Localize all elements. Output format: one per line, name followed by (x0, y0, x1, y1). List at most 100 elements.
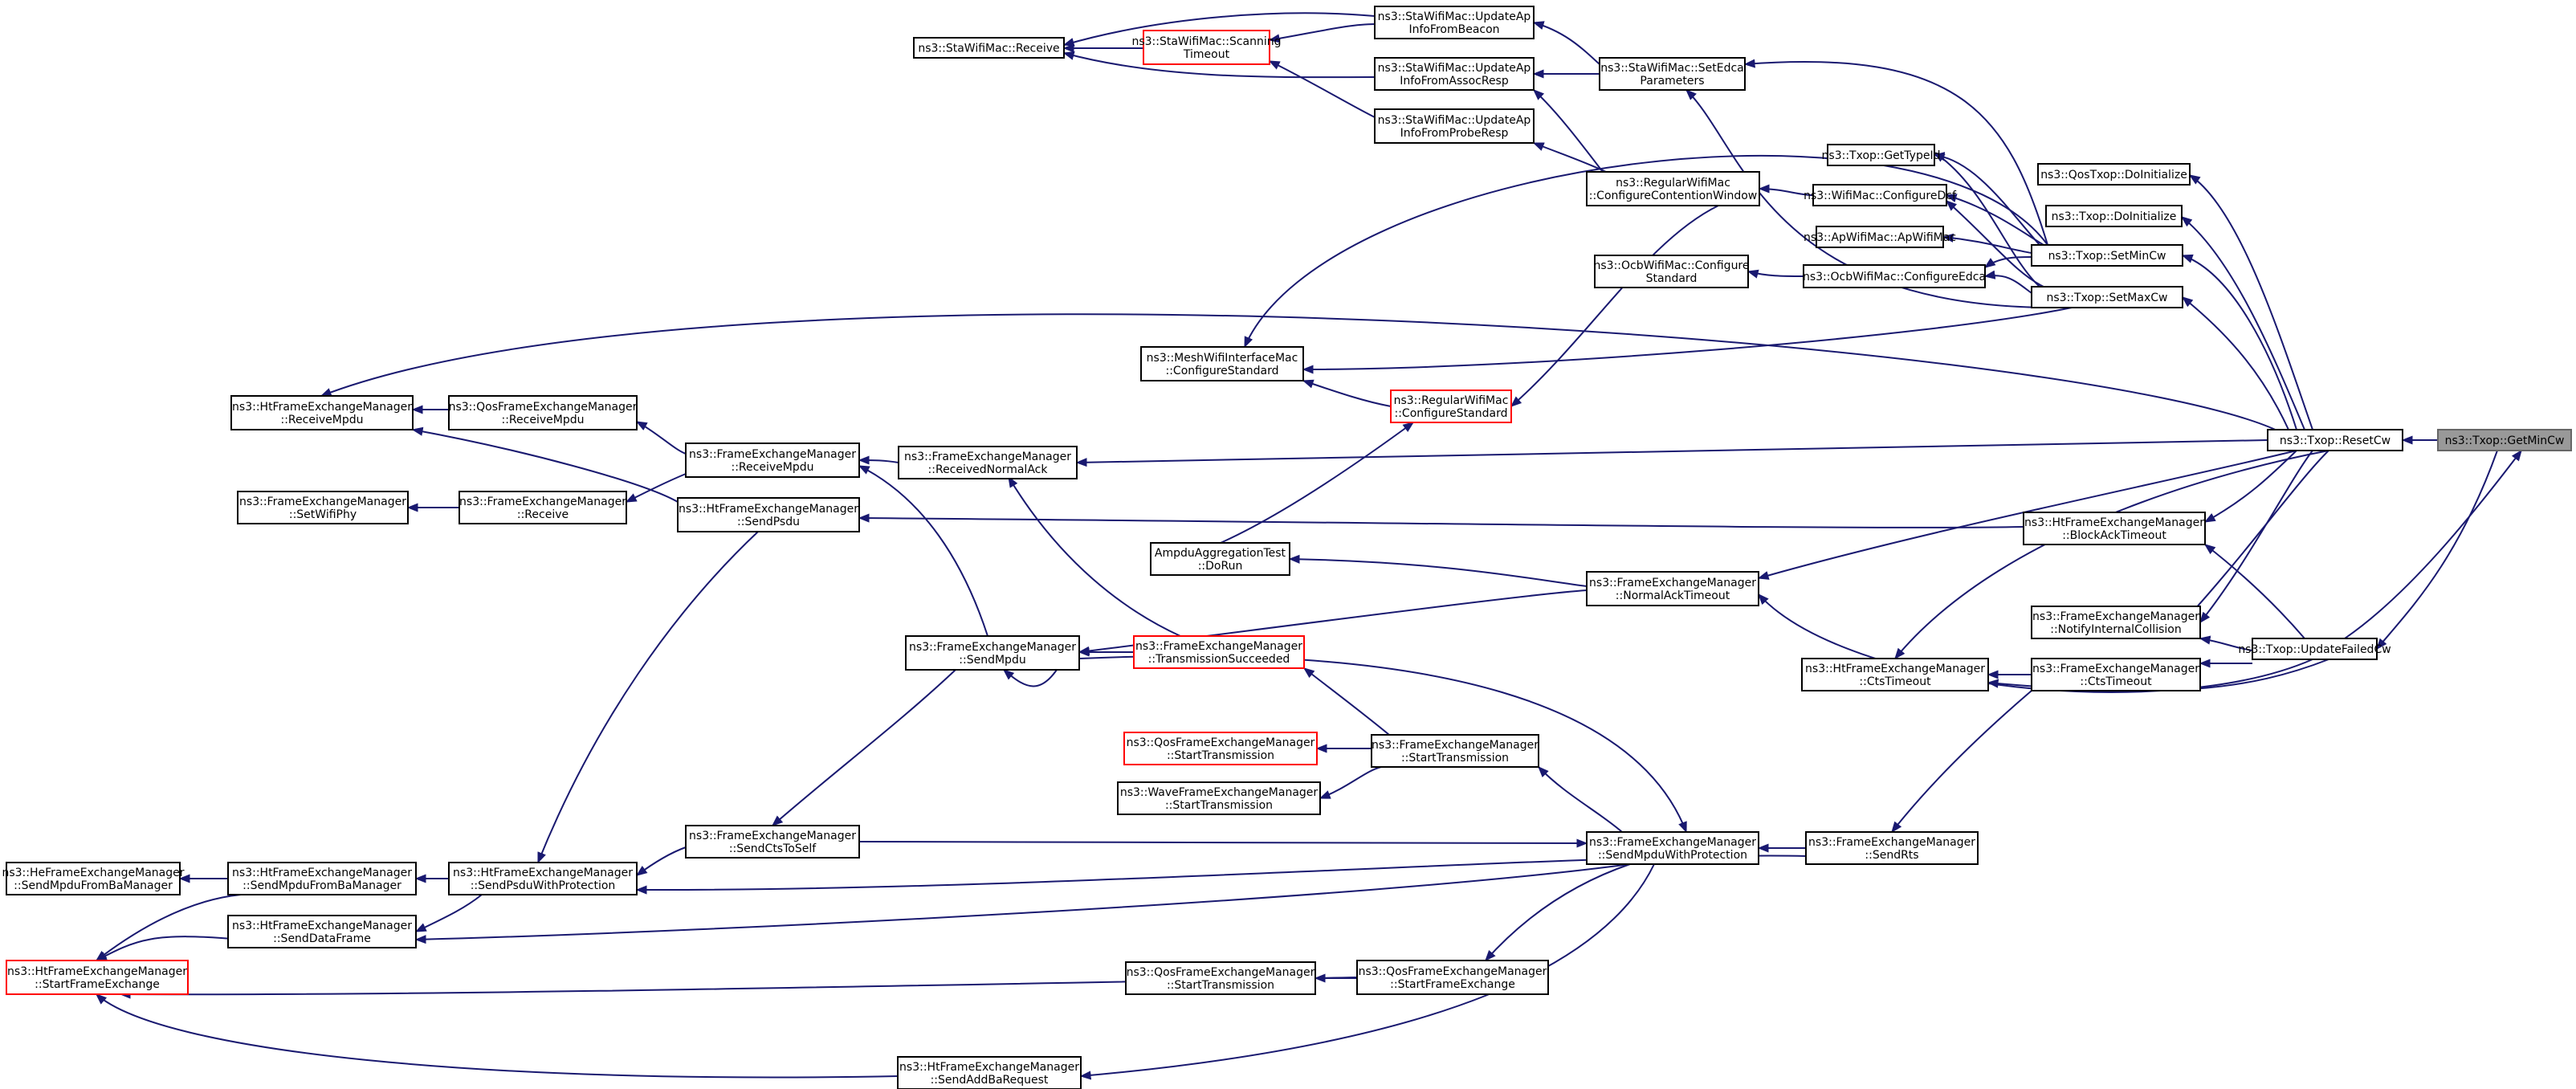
call-edge (1757, 450, 2297, 580)
node-label: ::DoRun (1198, 560, 1243, 573)
function-node[interactable]: ns3::FrameExchangeManager::SendCtsToSelf (685, 825, 860, 859)
call-edge (1933, 152, 2040, 246)
function-node[interactable]: ns3::HtFrameExchangeManager::SendAddBaRe… (897, 1056, 1082, 1089)
function-node[interactable]: ns3::FrameExchangeManager::SendMpdu (905, 635, 1080, 671)
node-label: ns3::HtFrameExchangeManager (232, 401, 412, 414)
function-node[interactable]: ns3::StaWifiMac::Receive (913, 37, 1065, 59)
node-box (1125, 961, 1316, 995)
function-node[interactable]: ns3::Txop::SetMinCw (2031, 244, 2183, 267)
function-node[interactable]: ns3::StaWifiMac::UpdateApInfoFromProbeRe… (1374, 108, 1535, 144)
function-node[interactable]: ns3::QosFrameExchangeManager::StartFrame… (1356, 960, 1549, 995)
function-node[interactable]: ns3::MeshWifiInterfaceMac::ConfigureStan… (1140, 346, 1304, 381)
node-box (1599, 57, 1746, 91)
node-label: ns3::FrameExchangeManager (1372, 739, 1539, 752)
function-node[interactable]: ns3::WifiMac::ConfigureDcf (1804, 184, 1957, 206)
function-node[interactable]: ns3::OcbWifiMac::ConfigureEdca (1803, 264, 1986, 288)
call-edge (1685, 89, 2048, 308)
function-node[interactable]: ns3::QosFrameExchangeManager::StartTrans… (1123, 732, 1318, 765)
function-node[interactable]: ns3::QosTxop::DoInitialize (2037, 163, 2191, 186)
function-node[interactable]: ns3::QosFrameExchangeManager::ReceiveMpd… (448, 395, 638, 430)
function-node[interactable]: ns3::FrameExchangeManager::TransmissionS… (1133, 635, 1305, 669)
function-node[interactable]: ns3::FrameExchangeManager::Receive (459, 491, 627, 524)
call-edge (1079, 863, 1655, 1080)
function-node[interactable]: ns3::FrameExchangeManager::StartTransmis… (1371, 734, 1539, 768)
function-node[interactable]: ns3::FrameExchangeManager::ReceivedNorma… (898, 446, 1078, 479)
node-label: ns3::FrameExchangeManager (2032, 663, 2199, 675)
call-edge (635, 421, 687, 455)
call-edge (119, 977, 1358, 999)
node-label: InfoFromBeacon (1408, 23, 1499, 36)
node-label: ns3::FrameExchangeManager (1589, 836, 1756, 849)
node-box (898, 446, 1078, 479)
node-box (2252, 638, 2378, 660)
node-label: Standard (1646, 272, 1698, 285)
function-node[interactable]: ns3::HtFrameExchangeManager::StartFrameE… (6, 960, 189, 995)
function-node[interactable]: ns3::StaWifiMac::UpdateApInfoFromAssocRe… (1374, 57, 1535, 91)
node-label: ns3::MeshWifiInterfaceMac (1147, 352, 1298, 365)
node-label: ns3::QosFrameExchangeManager (1127, 736, 1315, 749)
function-node[interactable]: ns3::RegularWifiMac::ConfigureStandard (1390, 390, 1512, 423)
function-node[interactable]: ns3::Txop::DoInitialize (2045, 205, 2183, 227)
node-label: ns3::FrameExchangeManager (459, 496, 626, 508)
function-node[interactable]: ns3::HeFrameExchangeManager::SendMpduFro… (2, 862, 185, 895)
node-label: ns3::StaWifiMac::UpdateAp (1378, 10, 1531, 23)
function-node[interactable]: AmpduAggregationTest::DoRun (1150, 542, 1290, 576)
function-node[interactable]: ns3::FrameExchangeManager::CtsTimeout (2031, 658, 2201, 691)
call-edge (1758, 184, 1814, 196)
node-label: ::CtsTimeout (2080, 675, 2152, 688)
function-node[interactable]: ns3::Txop::SetMaxCw (2031, 286, 2183, 308)
node-label: ns3::OcbWifiMac::ConfigureEdca (1803, 271, 1986, 283)
function-node[interactable]: ns3::QosFrameExchangeManager::StartTrans… (1125, 961, 1316, 995)
call-edge (1302, 379, 1392, 407)
node-box (1143, 30, 1270, 65)
function-node[interactable]: ns3::FrameExchangeManager::SendRts (1805, 831, 1979, 865)
node-label: ns3::HtFrameExchangeManager (232, 867, 412, 879)
node-box (1803, 264, 1986, 288)
node-label: ::ConfigureContentionWindow (1589, 190, 1758, 202)
node-box (1805, 831, 1979, 865)
call-edge (2199, 635, 2253, 651)
function-node[interactable]: ns3::FrameExchangeManager::NotifyInterna… (2031, 606, 2201, 639)
function-node[interactable]: ns3::FrameExchangeManager::ReceiveMpdu (685, 443, 860, 478)
function-node-target[interactable]: ns3::Txop::GetMinCw (2437, 429, 2572, 451)
function-node[interactable]: ns3::Txop::UpdateFailedCw (2238, 638, 2391, 660)
function-node[interactable]: ns3::HtFrameExchangeManager::ReceiveMpdu (230, 395, 414, 430)
function-node[interactable]: ns3::HtFrameExchangeManager::CtsTimeout (1801, 658, 1989, 691)
function-node[interactable]: ns3::RegularWifiMac::ConfigureContention… (1586, 171, 1760, 206)
function-node[interactable]: ns3::OcbWifiMac::ConfigureStandard (1594, 255, 1750, 288)
call-edge (411, 426, 679, 503)
function-node[interactable]: ns3::FrameExchangeManager::SendMpduWithP… (1586, 831, 1759, 865)
node-box (2031, 286, 2183, 308)
node-label: ns3::Txop::GetTypeId (1822, 149, 1941, 162)
function-node[interactable]: ns3::HtFrameExchangeManager::SendMpduFro… (227, 862, 417, 895)
function-node[interactable]: ns3::Txop::GetTypeId (1822, 144, 1941, 166)
node-box (913, 37, 1065, 59)
node-label: ::StartTransmission (1167, 979, 1274, 992)
function-node[interactable]: ns3::HtFrameExchangeManager::SendPsduWit… (448, 862, 638, 895)
node-label: ns3::StaWifiMac::Scanning (1131, 35, 1281, 48)
node-box (237, 491, 409, 524)
node-label: ::SendAddBaRequest (931, 1074, 1049, 1087)
function-node[interactable]: ns3::ApWifiMac::ApWifiMac (1804, 226, 1956, 248)
call-edge (1268, 60, 1376, 118)
function-node[interactable]: ns3::HtFrameExchangeManager::BlockAckTim… (2023, 512, 2206, 545)
node-label: ::ConfigureStandard (1395, 407, 1508, 420)
node-label: Timeout (1183, 48, 1230, 61)
node-box (677, 497, 860, 532)
node-label: ns3::WaveFrameExchangeManager (1120, 786, 1319, 799)
function-node[interactable]: ns3::HtFrameExchangeManager::SendDataFra… (227, 915, 417, 948)
function-node[interactable]: ns3::FrameExchangeManager::NormalAckTime… (1586, 571, 1759, 606)
call-edge (635, 846, 687, 876)
node-label: ::CtsTimeout (1859, 675, 1931, 688)
node-label: ::ReceivedNormalAck (928, 463, 1049, 476)
function-node[interactable]: ns3::Txop::ResetCw (2267, 429, 2403, 451)
node-box (448, 395, 638, 430)
function-node[interactable]: ns3::WaveFrameExchangeManager::StartTran… (1117, 781, 1321, 815)
node-label: ::StartTransmission (1165, 799, 1273, 812)
call-edge (1747, 269, 1804, 279)
function-node[interactable]: ns3::FrameExchangeManager::SetWifiPhy (237, 491, 409, 524)
function-node[interactable]: ns3::HtFrameExchangeManager::SendPsdu (677, 497, 860, 532)
